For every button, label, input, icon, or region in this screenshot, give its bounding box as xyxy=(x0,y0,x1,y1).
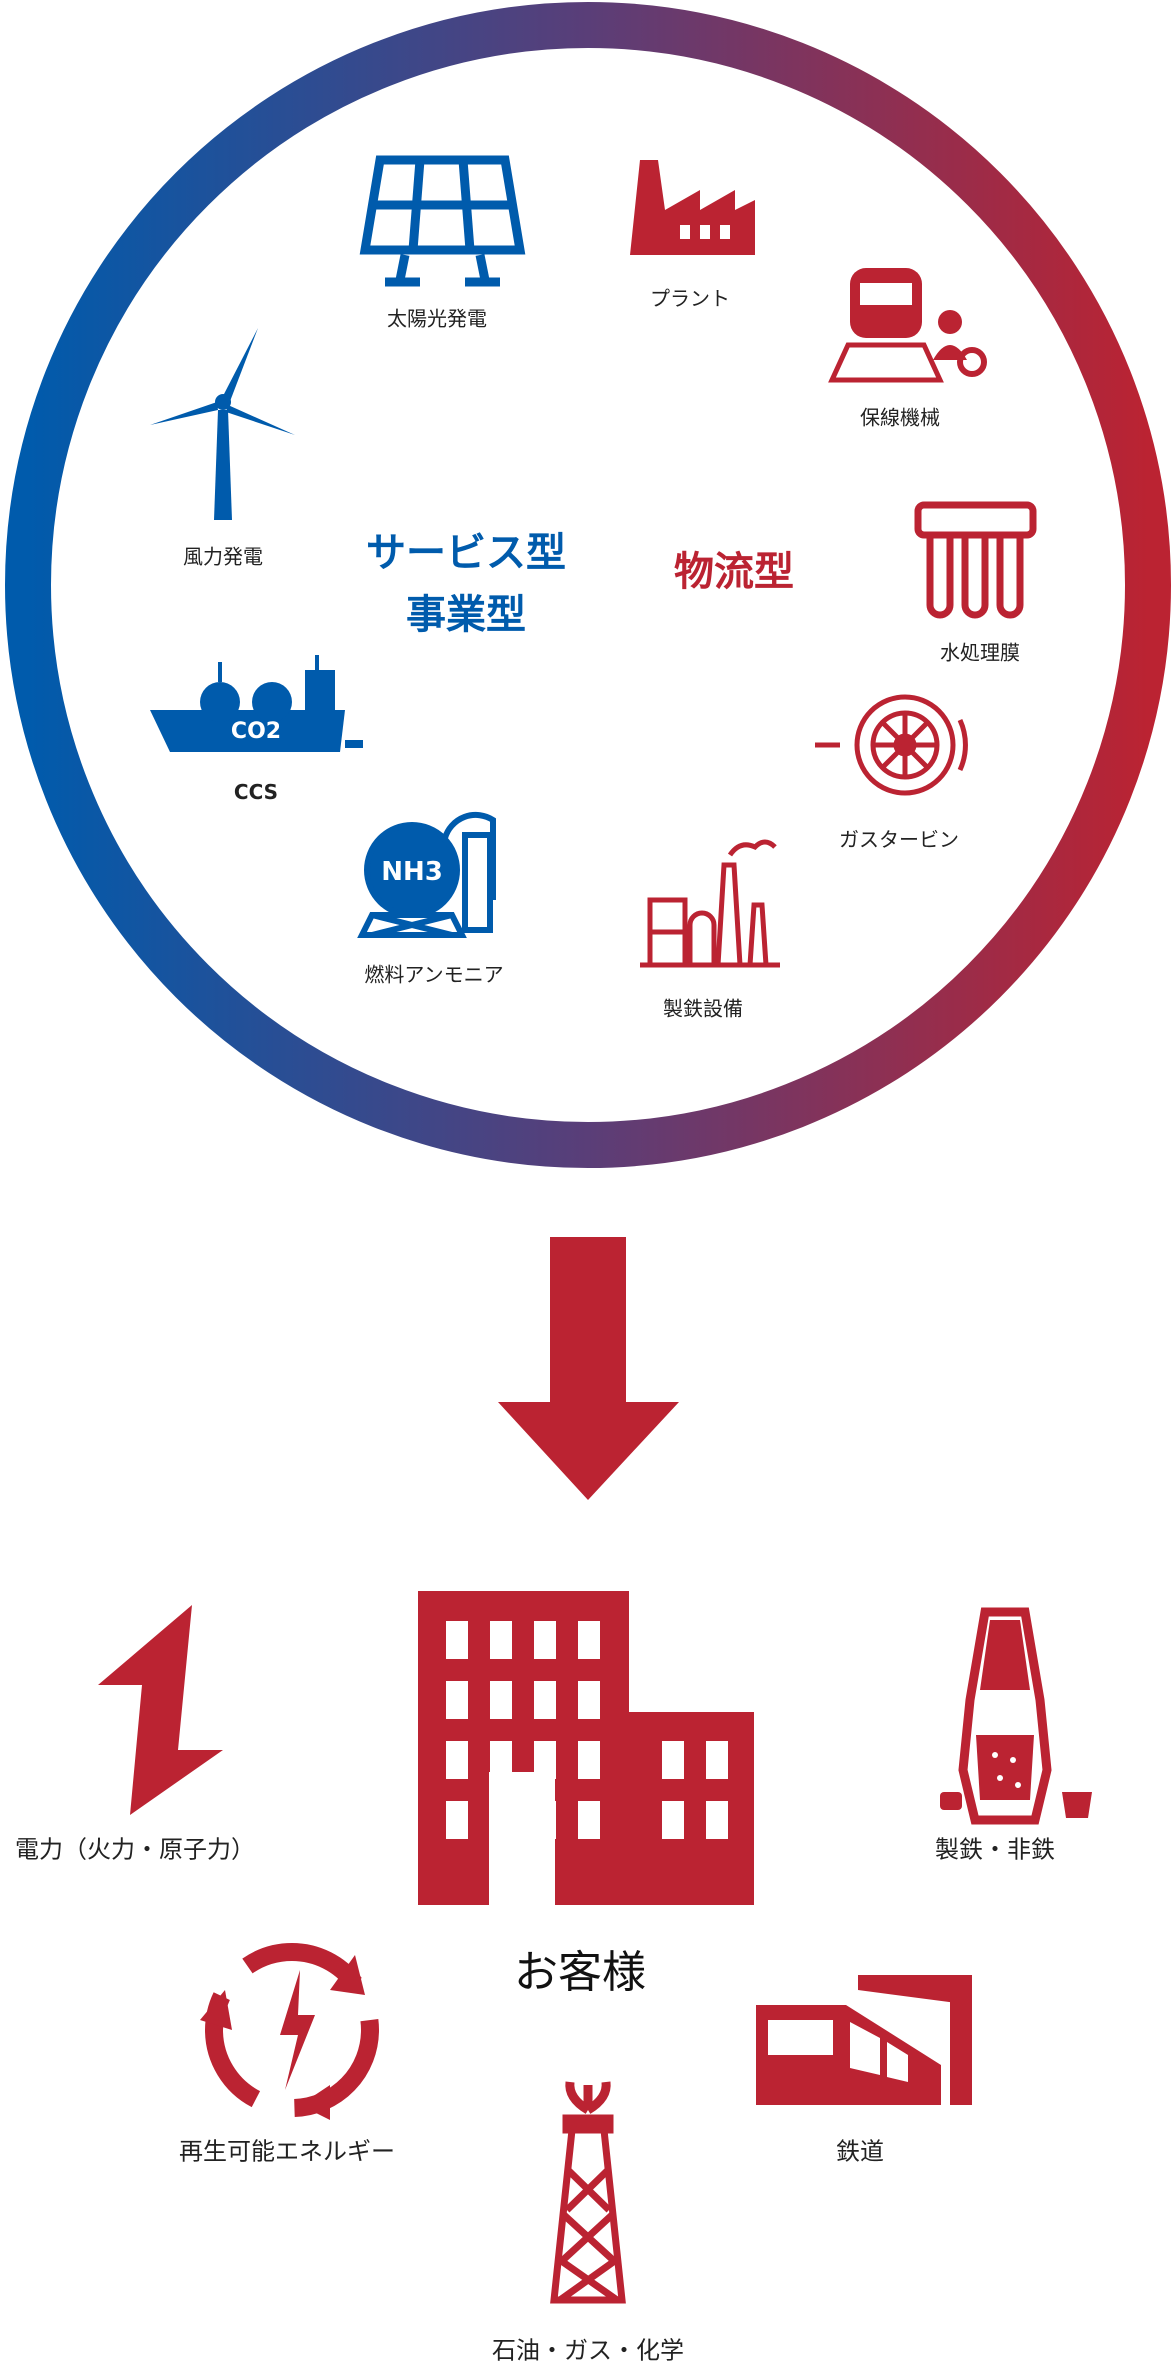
customer-item-label: 石油・ガス・化学 xyxy=(492,2336,684,2365)
factory-icon xyxy=(630,160,755,255)
nh3-label: NH3 xyxy=(381,857,443,887)
item-label: 保線機械 xyxy=(860,405,940,430)
customer-item-label: 製鉄・非鉄 xyxy=(935,1835,1055,1864)
business-type-line: 事業型 xyxy=(406,592,526,638)
water-membrane-icon xyxy=(914,501,1037,619)
building-window xyxy=(534,1621,556,1659)
building-window xyxy=(706,1741,728,1779)
building-window xyxy=(578,1741,600,1779)
item-label: プラント xyxy=(650,286,730,311)
building-window xyxy=(490,1621,512,1659)
building-window xyxy=(662,1801,684,1839)
co2-label: CO2 xyxy=(231,719,281,744)
building-window xyxy=(662,1741,684,1779)
down-arrow xyxy=(498,1237,679,1500)
customer-item-label: 再生可能エネルギー xyxy=(179,2137,395,2166)
item-label: 太陽光発電 xyxy=(387,306,487,331)
logistics-type-label: 物流型 xyxy=(674,549,794,595)
ammonia-tank-icon: NH3 xyxy=(357,811,496,938)
building-window xyxy=(446,1741,468,1779)
blast-furnace-icon xyxy=(940,1607,1092,1825)
customer-building-icon xyxy=(418,1591,754,1905)
building-window xyxy=(578,1801,600,1839)
customer-item-label: 電力（火力・原子力） xyxy=(15,1835,255,1864)
building-window xyxy=(446,1801,468,1839)
co2-ship-icon: CO2 xyxy=(150,655,363,752)
building-window xyxy=(578,1681,600,1719)
building-window xyxy=(534,1681,556,1719)
business-ring xyxy=(5,2,1171,1168)
gas-turbine-icon xyxy=(815,694,968,796)
customer-item-label: 鉄道 xyxy=(836,2137,884,2166)
item-label: 風力発電 xyxy=(183,544,263,569)
building-window xyxy=(490,1681,512,1719)
building-window xyxy=(446,1621,468,1659)
building-window xyxy=(534,1801,556,1839)
item-label: 燃料アンモニア xyxy=(364,962,504,987)
lightning-icon xyxy=(98,1605,223,1815)
steel-plant-icon xyxy=(640,839,780,968)
railway-icon xyxy=(756,1975,972,2105)
item-label: 水処理膜 xyxy=(940,640,1020,665)
service-type-line: サービス型 xyxy=(366,530,566,576)
customer-label: お客様 xyxy=(514,1947,646,1998)
building-window xyxy=(490,1801,512,1839)
item-label: ガスタービン xyxy=(839,827,959,852)
building-window xyxy=(446,1681,468,1719)
building-window xyxy=(578,1621,600,1659)
wind-turbine-icon xyxy=(150,328,295,520)
building-window xyxy=(706,1801,728,1839)
renewable-cycle-icon xyxy=(200,1943,379,2120)
service-business-type-label: サービス型 事業型 xyxy=(366,522,566,646)
solar-panel-icon xyxy=(359,155,526,287)
oil-derrick-icon xyxy=(550,2081,626,2304)
building-window xyxy=(534,1741,556,1779)
train-maintenance-icon xyxy=(828,268,987,383)
item-label: 製鉄設備 xyxy=(663,996,743,1021)
building-window xyxy=(490,1741,512,1779)
item-label: CCS xyxy=(233,780,279,804)
